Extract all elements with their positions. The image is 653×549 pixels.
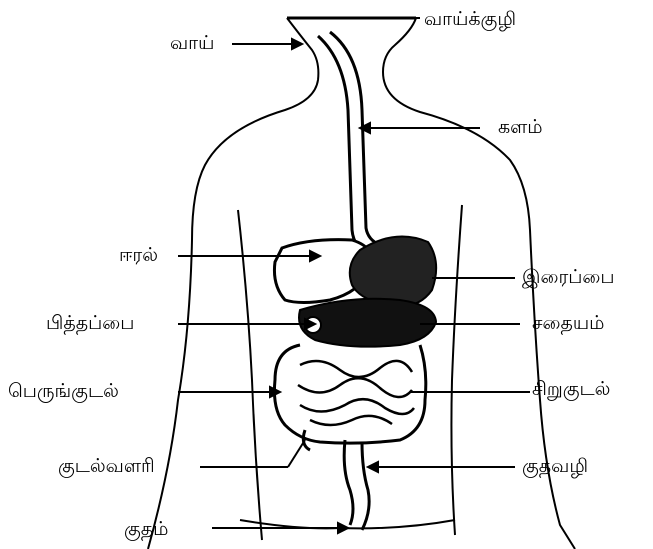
label-rectum: குதவழி xyxy=(522,457,588,476)
label-gallbladder: பித்தப்பை xyxy=(46,314,134,333)
label-liver: ஈரல் xyxy=(119,246,158,265)
label-anus: குதம் xyxy=(124,520,168,539)
large-intestine-shape xyxy=(274,345,425,530)
label-esophagus: களம் xyxy=(498,118,543,137)
label-appendix: குடல்வளரி xyxy=(58,457,155,476)
esophagus-shape xyxy=(318,32,380,255)
label-pharynx: வாய்க்குழி xyxy=(424,10,516,29)
small-intestine-shape xyxy=(298,361,414,425)
label-small-intestine: சிறுகுடல் xyxy=(532,380,610,399)
label-mouth: வாய் xyxy=(170,34,214,53)
label-stomach: இரைப்பை xyxy=(522,268,615,287)
label-large-intestine: பெருங்குடல் xyxy=(8,382,119,401)
label-pancreas: சதையம் xyxy=(532,314,604,333)
